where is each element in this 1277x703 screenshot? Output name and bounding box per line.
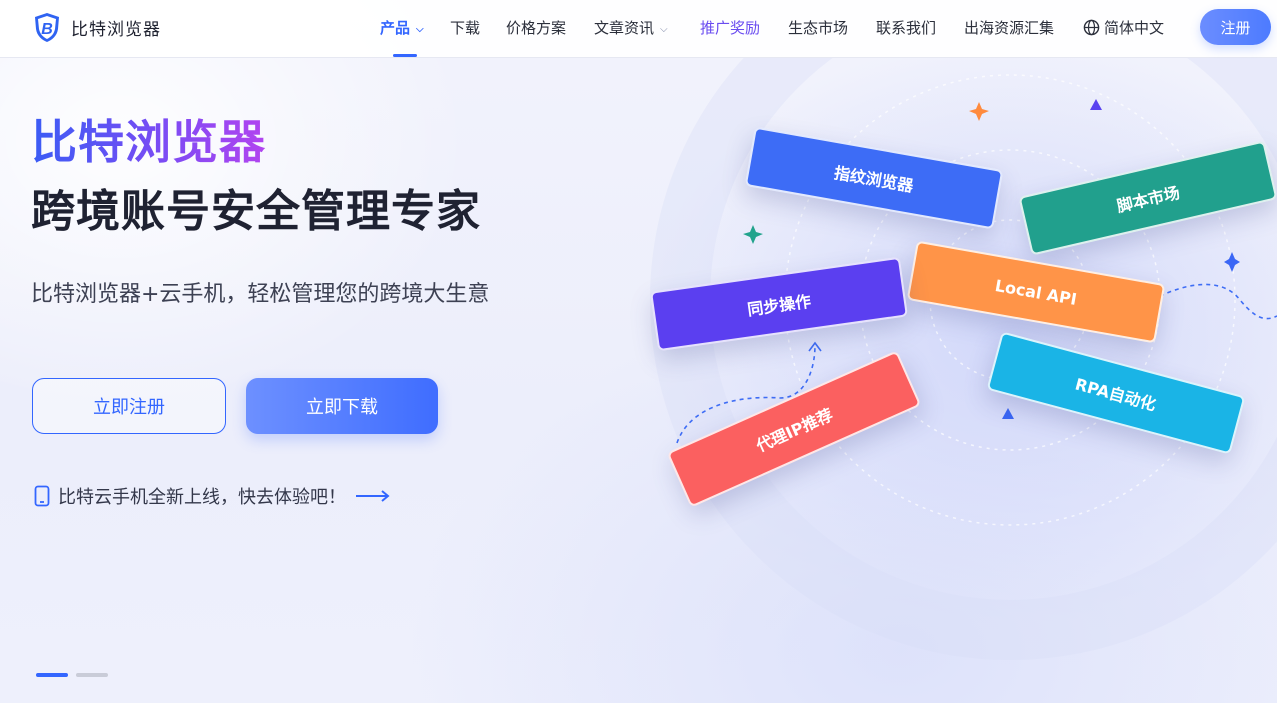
nav-pricing[interactable]: 价格方案: [506, 17, 566, 38]
nav-resources[interactable]: 出海资源汇集: [964, 17, 1054, 38]
triangle-blue-icon: [1002, 408, 1014, 419]
language-selector[interactable]: 简体中文: [1083, 17, 1164, 38]
nav-promotion-label: 推广奖励: [700, 19, 761, 37]
nav-ecosystem[interactable]: 生态市场: [788, 17, 848, 38]
nav-pricing-label: 价格方案: [506, 19, 567, 37]
nav-resources-label: 出海资源汇集: [964, 19, 1055, 37]
language-label: 简体中文: [1104, 19, 1165, 37]
top-navbar: B 比特浏览器 产品 ⌵ 下载 价格方案 文章资讯 ⌵ 推广奖励 生态市场 联系我们…: [0, 0, 1277, 58]
nav-download-label: 下载: [450, 19, 481, 37]
nav-download[interactable]: 下载: [450, 17, 480, 38]
svg-text:B: B: [41, 21, 53, 38]
sparkle-orange-icon: [969, 102, 989, 121]
sparkle-green-icon: [743, 225, 763, 244]
shield-logo-icon: B: [35, 13, 59, 42]
register-button-top[interactable]: 注册: [1200, 9, 1271, 45]
carousel-dot-1[interactable]: [36, 673, 68, 677]
nav-contact[interactable]: 联系我们: [876, 17, 936, 38]
register-now-button[interactable]: 立即注册: [32, 378, 226, 434]
chevron-down-icon: ⌵: [660, 24, 668, 35]
nav-promotion[interactable]: 推广奖励: [700, 17, 760, 38]
nav-ecosystem-label: 生态市场: [788, 19, 849, 37]
globe-icon: [1083, 19, 1100, 36]
cloud-phone-link-text: 比特云手机全新上线，快去体验吧！: [58, 487, 346, 508]
chevron-down-icon: ⌵: [416, 24, 424, 35]
nav-products[interactable]: 产品 ⌵: [380, 17, 424, 38]
download-now-button[interactable]: 立即下载: [246, 378, 438, 434]
brand-logo[interactable]: B 比特浏览器: [31, 11, 161, 43]
nav-active-indicator: [393, 54, 417, 57]
nav-contact-label: 联系我们: [876, 19, 937, 37]
hero-title: 比特浏览器: [31, 112, 266, 172]
nav-articles-label: 文章资讯: [594, 19, 655, 37]
cloud-phone-link[interactable]: 比特云手机全新上线，快去体验吧！: [34, 483, 398, 509]
nav-articles[interactable]: 文章资讯 ⌵: [594, 17, 668, 38]
brand-name: 比特浏览器: [71, 19, 161, 40]
carousel-dot-2[interactable]: [76, 673, 108, 677]
mobile-phone-icon: [34, 485, 50, 507]
star-blue-icon: [1224, 252, 1240, 272]
hero-subtitle: 跨境账号安全管理专家: [31, 186, 481, 237]
hero-description: 比特浏览器+云手机，轻松管理您的跨境大生意: [31, 282, 490, 307]
triangle-purple-icon: [1090, 99, 1102, 110]
arrow-right-icon: [356, 490, 390, 502]
nav-products-label: 产品: [380, 19, 411, 37]
